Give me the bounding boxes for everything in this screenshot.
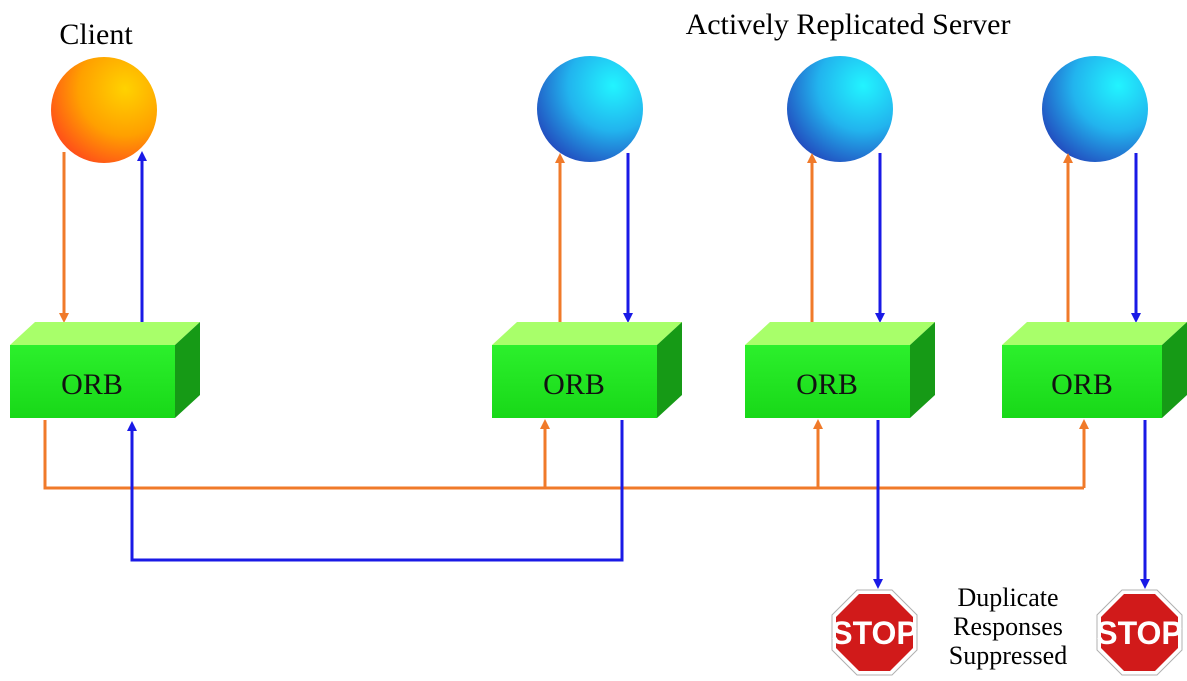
orb-label: ORB — [1051, 368, 1113, 401]
server-replica-3-node — [1042, 56, 1148, 162]
server-group-label: Actively Replicated Server — [686, 8, 1011, 41]
orb-label: ORB — [796, 368, 858, 401]
replica-3-orb: ORB — [1002, 322, 1187, 418]
orb-label: ORB — [61, 368, 123, 401]
request-bus-line — [43, 420, 1084, 490]
stop-label: STOP — [1096, 615, 1183, 651]
stop-sign-replica-3: STOP — [1096, 589, 1183, 676]
suppressed-label-line-2: Responses — [953, 612, 1063, 641]
replica-2-orb: ORB — [745, 322, 935, 418]
client-orb: ORB — [10, 322, 200, 418]
suppressed-label-line-1: Duplicate — [957, 583, 1058, 612]
suppressed-label-line-3: Suppressed — [949, 641, 1067, 670]
client-label: Client — [59, 18, 133, 51]
stop-label: STOP — [831, 615, 918, 651]
client-node — [51, 57, 157, 163]
server-replica-1-node — [537, 56, 643, 162]
stop-sign-replica-2: STOP — [831, 589, 918, 676]
orb-label: ORB — [543, 368, 605, 401]
response-return-line — [127, 420, 624, 562]
server-replica-2-node — [787, 56, 893, 162]
replica-1-orb: ORB — [492, 322, 682, 418]
